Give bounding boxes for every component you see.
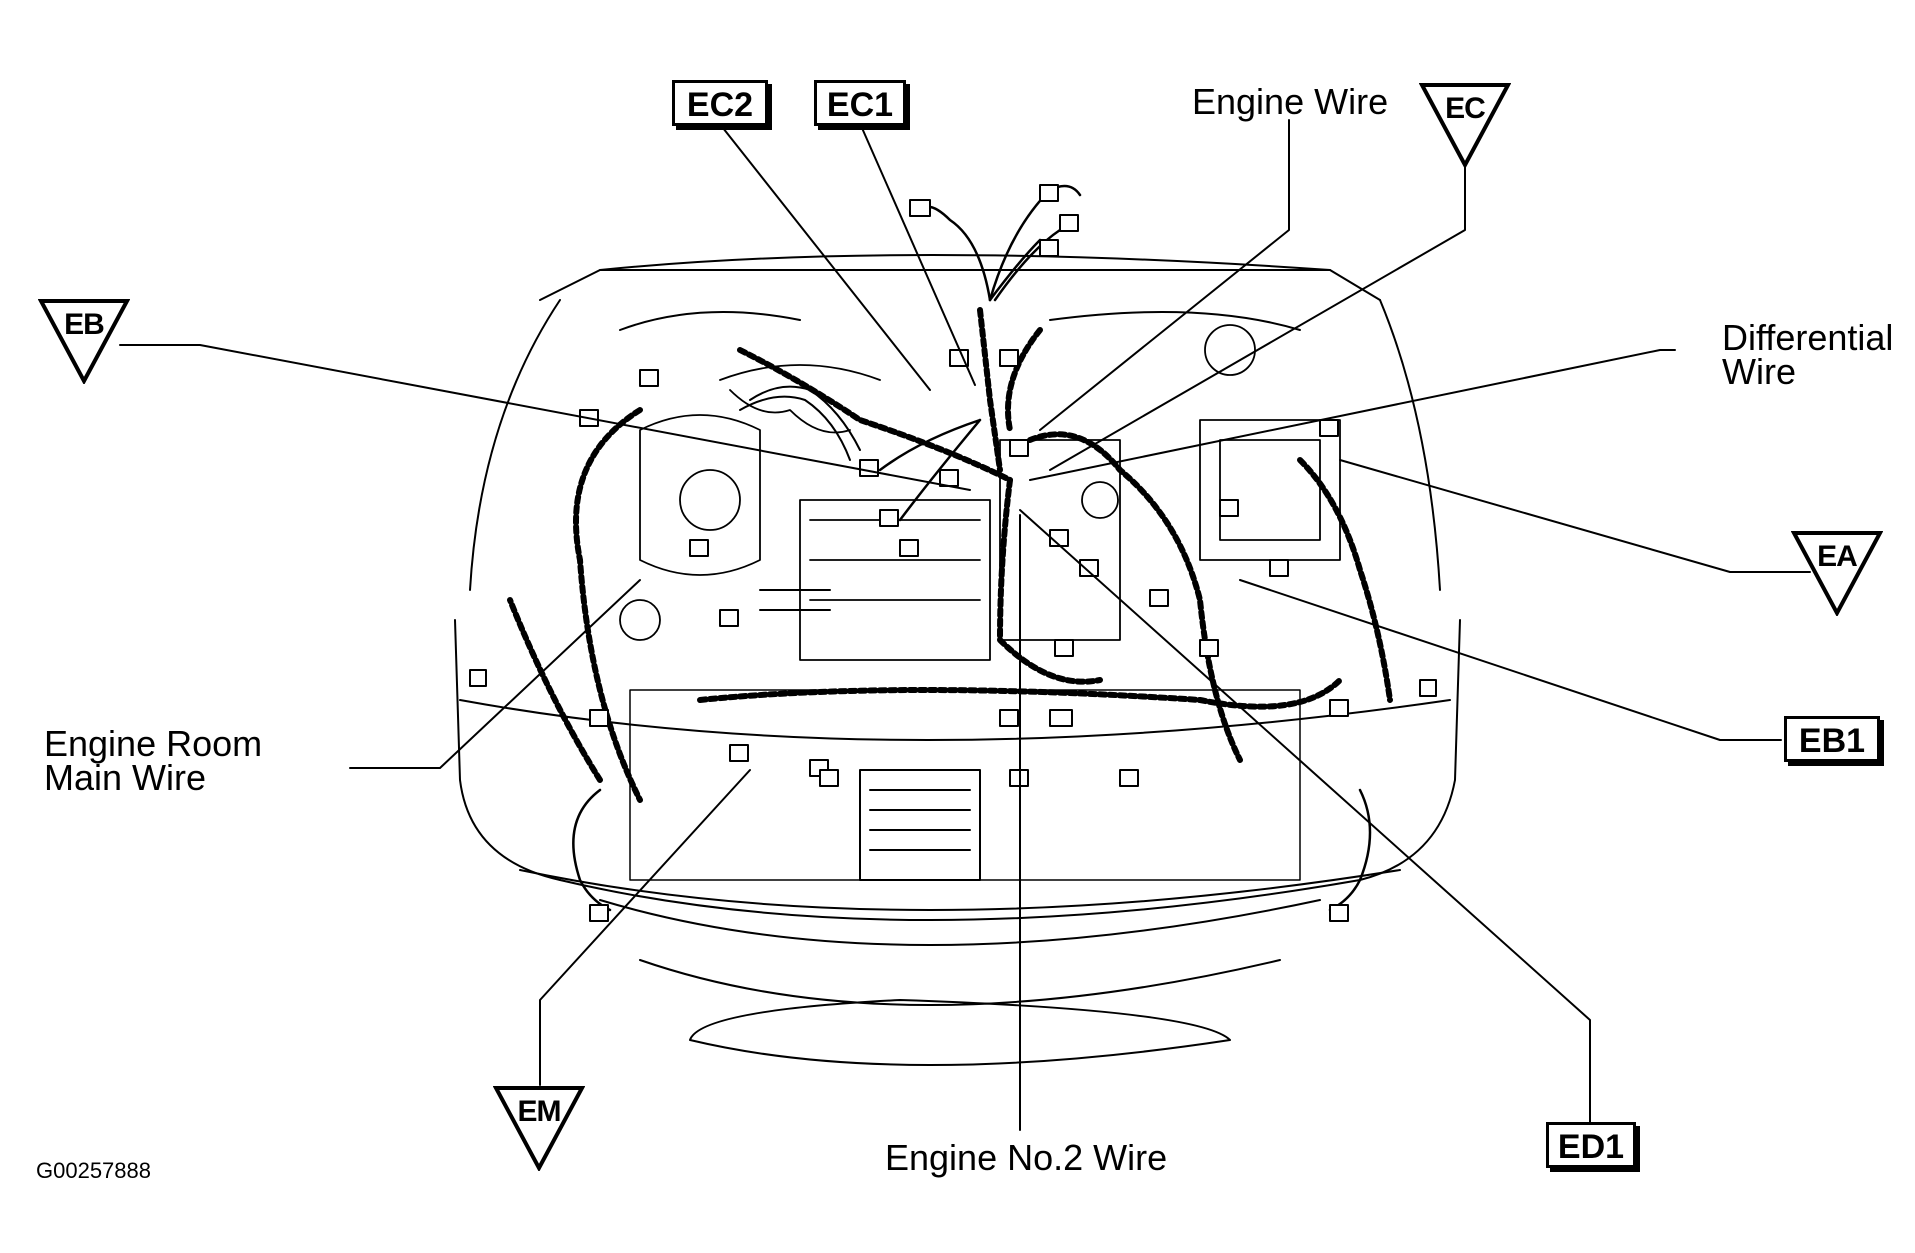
ground-point-ec-marker: EC xyxy=(1419,82,1511,168)
engine-wire-label: Engine Wire xyxy=(1192,81,1389,122)
figure-code: G00257888 xyxy=(36,1158,151,1183)
leader-lines xyxy=(119,105,1811,1146)
wire-harness xyxy=(507,307,1393,803)
ground-point-ec-label: EC xyxy=(1445,92,1486,125)
engine-room-main-wire-label-line1: Engine Room xyxy=(44,723,263,764)
connector-eb1-label: EB1 xyxy=(1784,716,1880,762)
engine-room-main-wire-label-line2: Main Wire xyxy=(44,757,207,798)
ground-point-em-marker: EM xyxy=(493,1085,585,1171)
ground-point-eb-marker: EB xyxy=(38,298,130,384)
engine-no2-wire-label: Engine No.2 Wire xyxy=(885,1137,1168,1178)
ground-point-em-label: EM xyxy=(517,1095,562,1128)
ground-point-ea-label: EA xyxy=(1817,540,1858,573)
differential-wire-label-line1: Differential xyxy=(1722,317,1894,358)
connector-ec2-label: EC2 xyxy=(672,80,768,126)
engine-wire-leads xyxy=(572,184,1372,912)
connectors xyxy=(469,184,1437,922)
connector-ec1-label: EC1 xyxy=(814,80,906,126)
differential-wire-label-line2: Wire xyxy=(1722,351,1796,392)
connector-ed1-label: ED1 xyxy=(1546,1122,1636,1168)
ground-point-ea-marker: EA xyxy=(1791,530,1883,616)
flex-hose xyxy=(739,385,861,611)
ground-point-eb-label: EB xyxy=(64,308,105,341)
